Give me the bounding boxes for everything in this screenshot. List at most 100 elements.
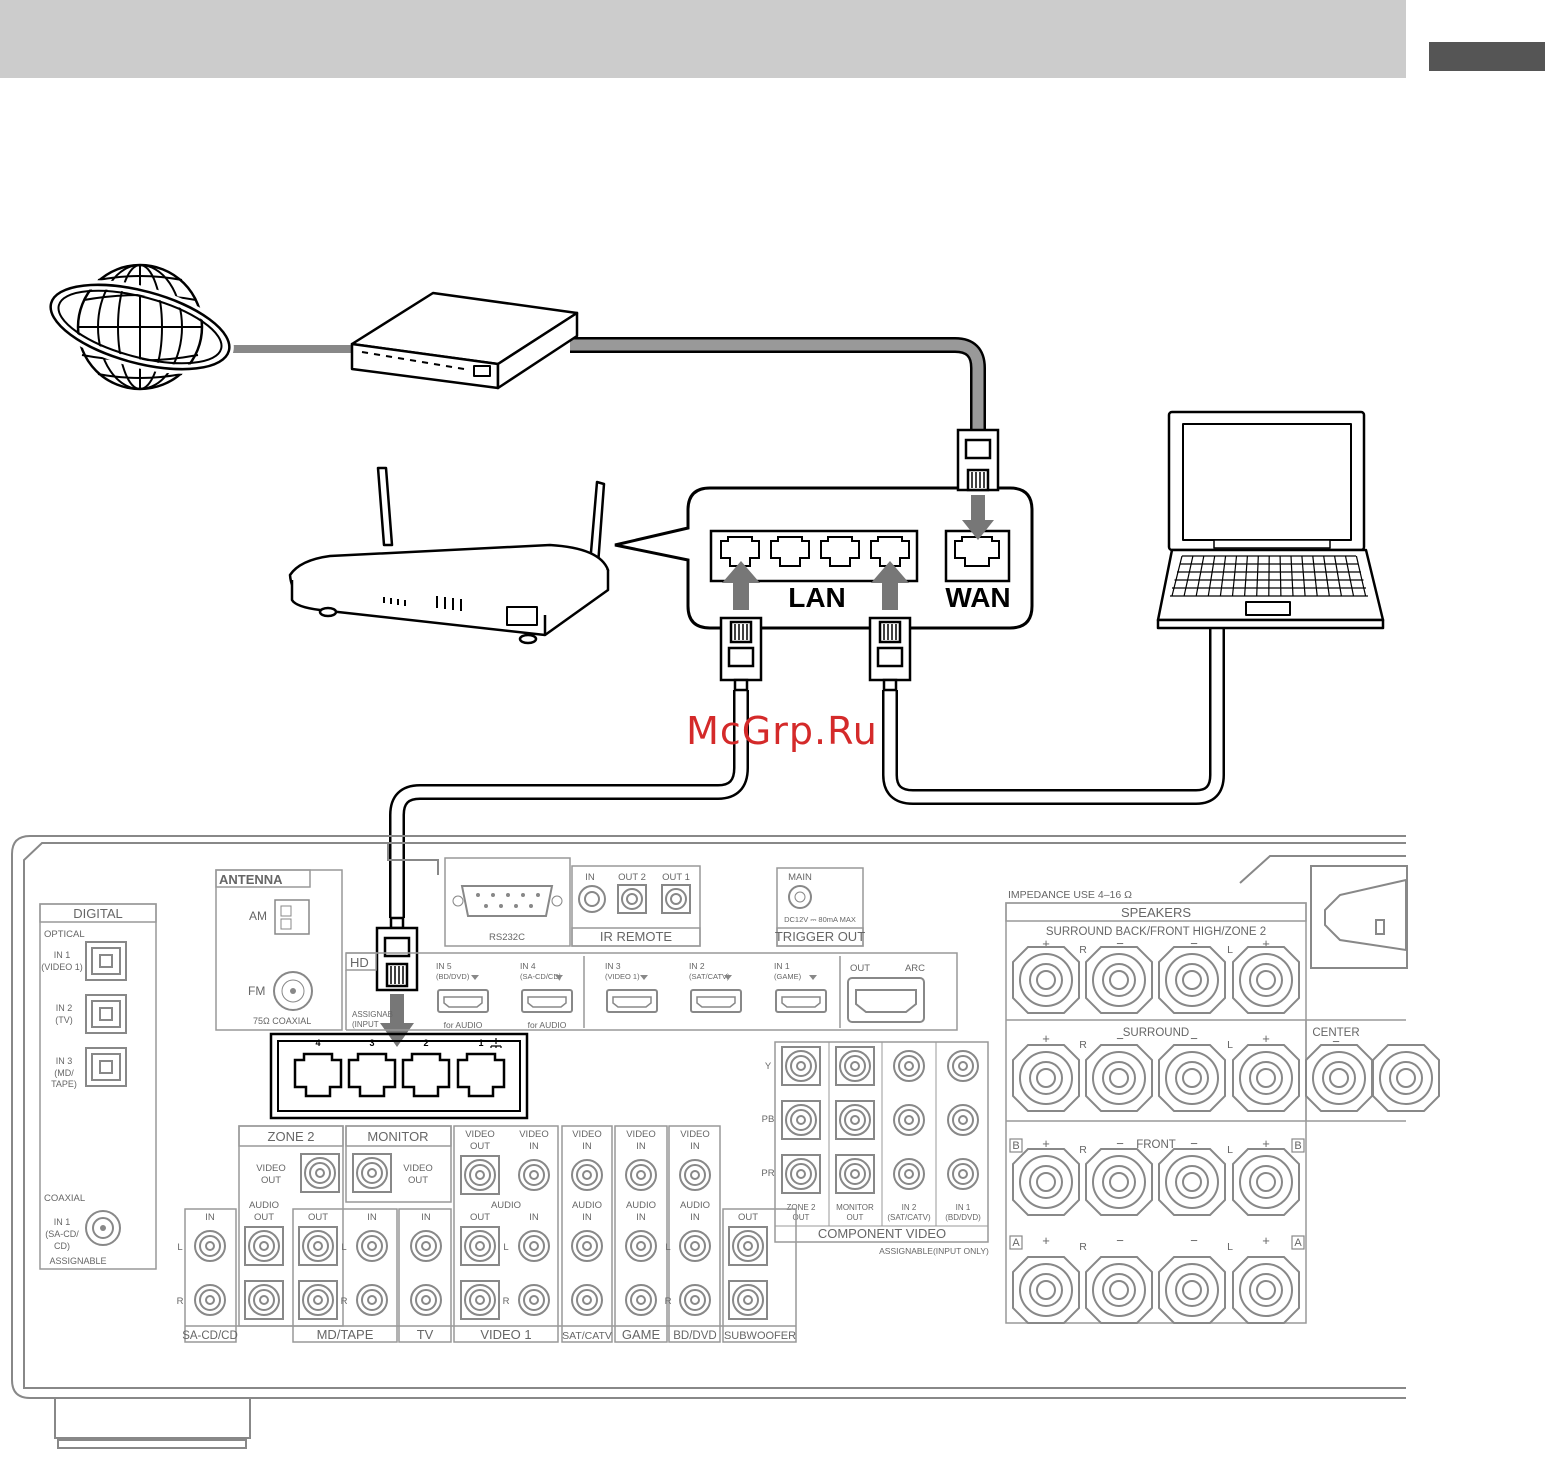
- internet-globe-icon: [46, 263, 234, 391]
- rca-jack: [625, 1284, 657, 1316]
- hdmi-in-sub: (GAME): [774, 972, 802, 981]
- speakers-label: SPEAKERS: [1121, 905, 1191, 920]
- mdtape-label: MD/TAPE: [317, 1327, 374, 1342]
- for-audio-label: for AUDIO: [528, 1020, 567, 1030]
- satcatv-label: SAT/CATV: [562, 1330, 612, 1342]
- hdmi-port: [775, 989, 827, 1013]
- video1-audio-out-label: OUT: [470, 1212, 490, 1223]
- speaker-terminal: [1085, 1256, 1153, 1324]
- rca-jack: [835, 1100, 875, 1140]
- hdmi-assignable-sub: (INPUT: [352, 1020, 379, 1029]
- channel-label: L: [665, 1242, 670, 1253]
- rca-jack: [728, 1226, 768, 1266]
- terminal-sign-label: B: [1012, 1140, 1019, 1152]
- video1-video-out-sub: OUT: [470, 1141, 490, 1152]
- game-video-in-label: VIDEO: [626, 1129, 656, 1140]
- video1-audio-label: AUDIO: [491, 1200, 521, 1211]
- speaker-terminal: [1158, 1256, 1226, 1324]
- monitor-video-out-sub: OUT: [408, 1175, 428, 1186]
- sacd-in-label: IN: [205, 1212, 215, 1223]
- video1-video-out-label: VIDEO: [465, 1129, 495, 1140]
- terminal-sign-label: +: [1042, 936, 1050, 951]
- terminal-sign-label: −: [1116, 936, 1124, 951]
- arrow-up-icon: [871, 561, 909, 610]
- rca-jack: [781, 1100, 821, 1140]
- video1-video-in-label: VIDEO: [519, 1129, 549, 1140]
- ir-remote-label: IR REMOTE: [600, 929, 673, 944]
- zone2-video-out-label: VIDEO: [256, 1163, 286, 1174]
- rca-jack: [679, 1284, 711, 1316]
- rca-jack: [781, 1154, 821, 1194]
- rca-jack: [679, 1159, 711, 1191]
- rca-jack: [893, 1104, 925, 1136]
- sat-video-in-sub: IN: [582, 1141, 592, 1152]
- wireless-router-icon: [288, 466, 610, 645]
- terminal-sign-label: +: [1262, 1233, 1270, 1248]
- hdmi-port: [437, 989, 489, 1013]
- rca-jack: [356, 1230, 388, 1262]
- sat-audio-in-label: AUDIO: [572, 1200, 602, 1211]
- channel-label: L: [341, 1242, 346, 1253]
- lan-port-icon: [870, 536, 910, 567]
- terminal-sign-label: R: [1079, 1039, 1087, 1051]
- trigger-out-label: TRIGGER OUT: [775, 929, 865, 944]
- lan-port-icon: [770, 536, 810, 567]
- tv-in-label: IN: [421, 1212, 431, 1223]
- header-bar: [0, 0, 1406, 78]
- terminal-sign-label: −: [1190, 1136, 1198, 1151]
- am-label: AM: [249, 909, 267, 923]
- hdmi-port: [606, 989, 658, 1013]
- zone2-audio-out-sub: OUT: [254, 1212, 274, 1223]
- optical-in3-label: IN 3: [56, 1056, 73, 1066]
- speaker-terminal: [1012, 946, 1080, 1014]
- video1-label: VIDEO 1: [480, 1327, 531, 1342]
- comp-in1-sub: (BD/DVD): [945, 1213, 981, 1222]
- front-label: FRONT: [1136, 1139, 1176, 1151]
- rca-jack: [679, 1230, 711, 1262]
- receiver-plug-connector: [375, 916, 419, 992]
- tv-label: TV: [417, 1327, 434, 1342]
- mdtape-in-label: IN: [367, 1212, 377, 1223]
- rca-jack: [300, 1153, 340, 1193]
- hdmi-in-sub: (SAT/CATV): [689, 972, 730, 981]
- video1-audio-in-label: IN: [529, 1212, 539, 1223]
- terminal-sign-label: L: [1227, 1241, 1233, 1253]
- optical-in2-label: IN 2: [56, 1003, 73, 1013]
- center-label: CENTER: [1312, 1027, 1359, 1039]
- comp-in1-label: IN 1: [956, 1203, 971, 1212]
- terminal-sign-label: +: [1262, 936, 1270, 951]
- trigger-main-label: MAIN: [788, 872, 812, 883]
- rca-jack: [460, 1155, 500, 1195]
- rca-jack: [781, 1046, 821, 1086]
- speaker-terminal: [1085, 1044, 1153, 1112]
- rca-jack: [356, 1284, 388, 1316]
- speaker-terminal: [1305, 1044, 1373, 1112]
- speaker-terminal: [1158, 946, 1226, 1014]
- channel-label: R: [341, 1296, 348, 1307]
- comp-zone2-sub: OUT: [793, 1213, 810, 1222]
- bddvd-label: BD/DVD: [673, 1330, 716, 1342]
- terminal-sign-label: −: [1116, 1233, 1124, 1248]
- rs232c-label: RS232C: [489, 932, 525, 943]
- network-icon: [490, 1038, 502, 1048]
- coaxial-in1-sub: (SA-CD/: [45, 1229, 79, 1239]
- rca-jack: [571, 1159, 603, 1191]
- monitor-label: MONITOR: [367, 1129, 428, 1144]
- terminal-sign-label: L: [1227, 944, 1233, 956]
- rca-jack: [947, 1104, 979, 1136]
- surround-label: SURROUND: [1123, 1027, 1189, 1039]
- terminal-sign-label: +: [1042, 1136, 1050, 1151]
- subwoofer-out-label: OUT: [738, 1212, 758, 1223]
- channel-label: R: [503, 1296, 510, 1307]
- rca-jack: [244, 1226, 284, 1266]
- speaker-terminal: [1158, 1148, 1226, 1216]
- channel-label: L: [503, 1242, 508, 1253]
- lan-port-number: 2: [423, 1038, 428, 1048]
- rca-jack: [728, 1280, 768, 1320]
- rca-jack: [410, 1230, 442, 1262]
- zone2-label: ZONE 2: [268, 1129, 315, 1144]
- component-video-label: COMPONENT VIDEO: [818, 1226, 946, 1241]
- monitor-video-out-label: VIDEO: [403, 1163, 433, 1174]
- laptop-icon: [1156, 410, 1385, 630]
- arrow-down-icon: [809, 975, 817, 980]
